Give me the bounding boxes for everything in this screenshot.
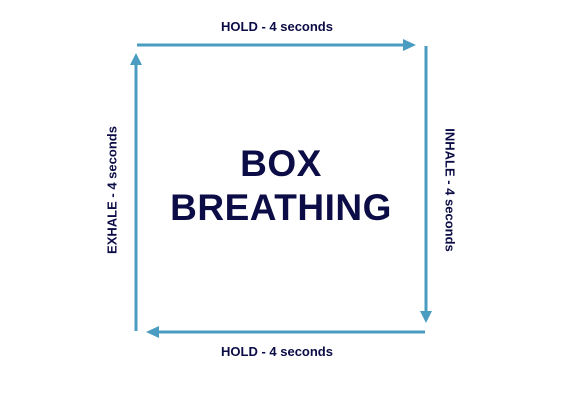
left-edge-label: EXHALE - 4 seconds [104,126,120,254]
title-line-2: BREATHING [170,187,392,228]
left-arrow [130,53,142,331]
diagram-title: BOX BREATHING [170,142,392,230]
top-edge-label: HOLD - 4 seconds [221,19,333,34]
right-arrow [420,46,432,323]
bottom-edge-label: HOLD - 4 seconds [221,344,333,359]
right-edge-label: INHALE - 4 seconds [442,128,458,252]
bottom-arrow [146,326,425,338]
top-arrow [137,39,416,51]
title-line-1: BOX [240,143,322,184]
